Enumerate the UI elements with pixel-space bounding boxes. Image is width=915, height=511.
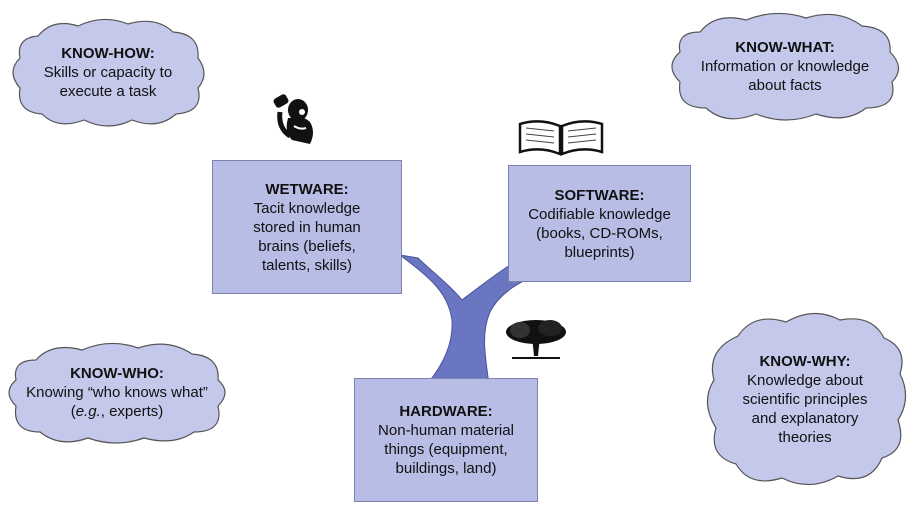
know-how-line: Skills or capacity to	[43, 63, 173, 81]
know-how-title: KNOW-HOW:	[61, 44, 155, 62]
know-how-cloud: KNOW-HOW: Skills or capacity to execute …	[8, 16, 208, 128]
know-what-line: Information or knowledge	[700, 57, 870, 75]
open-book-icon	[518, 120, 604, 156]
wetware-title: WETWARE:	[265, 180, 349, 198]
hardware-line: Non-human material	[378, 422, 514, 439]
know-what-line: about facts	[748, 76, 822, 94]
software-box: SOFTWARE: Codifiable knowledge (books, C…	[508, 165, 691, 282]
thinker-figure-icon	[273, 94, 313, 144]
know-why-line: and explanatory	[751, 409, 859, 427]
know-why-line: theories	[778, 428, 832, 446]
wetware-line: stored in human	[253, 218, 361, 236]
wetware-line: brains (beliefs,	[258, 237, 356, 255]
know-why-line: scientific principles	[742, 390, 868, 408]
software-line: Codifiable knowledge	[528, 205, 671, 223]
wetware-line: Tacit knowledge	[253, 199, 361, 217]
know-why-line: Knowledge about	[747, 371, 863, 389]
hardware-title: HARDWARE:	[399, 403, 493, 420]
wetware-line: talents, skills)	[261, 256, 353, 274]
know-who-title: KNOW-WHO:	[70, 364, 164, 382]
know-why-cloud: KNOW-WHY: Knowledge about scientific pri…	[704, 310, 907, 488]
hardware-line: buildings, land)	[395, 460, 497, 477]
hardware-line: things (equipment,	[384, 441, 508, 458]
know-what-cloud: KNOW-WHAT: Information or knowledge abou…	[666, 10, 904, 122]
tree-icon	[506, 320, 566, 359]
software-line: (books, CD-ROMs,	[536, 224, 663, 242]
know-who-line: Knowing “who knows what”	[26, 383, 208, 401]
know-who-rest: , experts)	[100, 402, 164, 420]
software-title: SOFTWARE:	[554, 186, 645, 204]
software-line: blueprints)	[564, 243, 635, 261]
know-who-eg: e.g.	[75, 402, 101, 420]
know-who-line: (e.g., experts)	[70, 402, 164, 420]
know-who-cloud: KNOW-WHO: Knowing “who knows what” (e.g.…	[4, 340, 230, 444]
know-what-title: KNOW-WHAT:	[735, 38, 835, 56]
know-why-title: KNOW-WHY:	[759, 352, 851, 370]
hardware-box: HARDWARE: Non-human material things (equ…	[354, 378, 538, 502]
wetware-box: WETWARE: Tacit knowledge stored in human…	[212, 160, 402, 294]
know-how-line: execute a task	[59, 82, 157, 100]
